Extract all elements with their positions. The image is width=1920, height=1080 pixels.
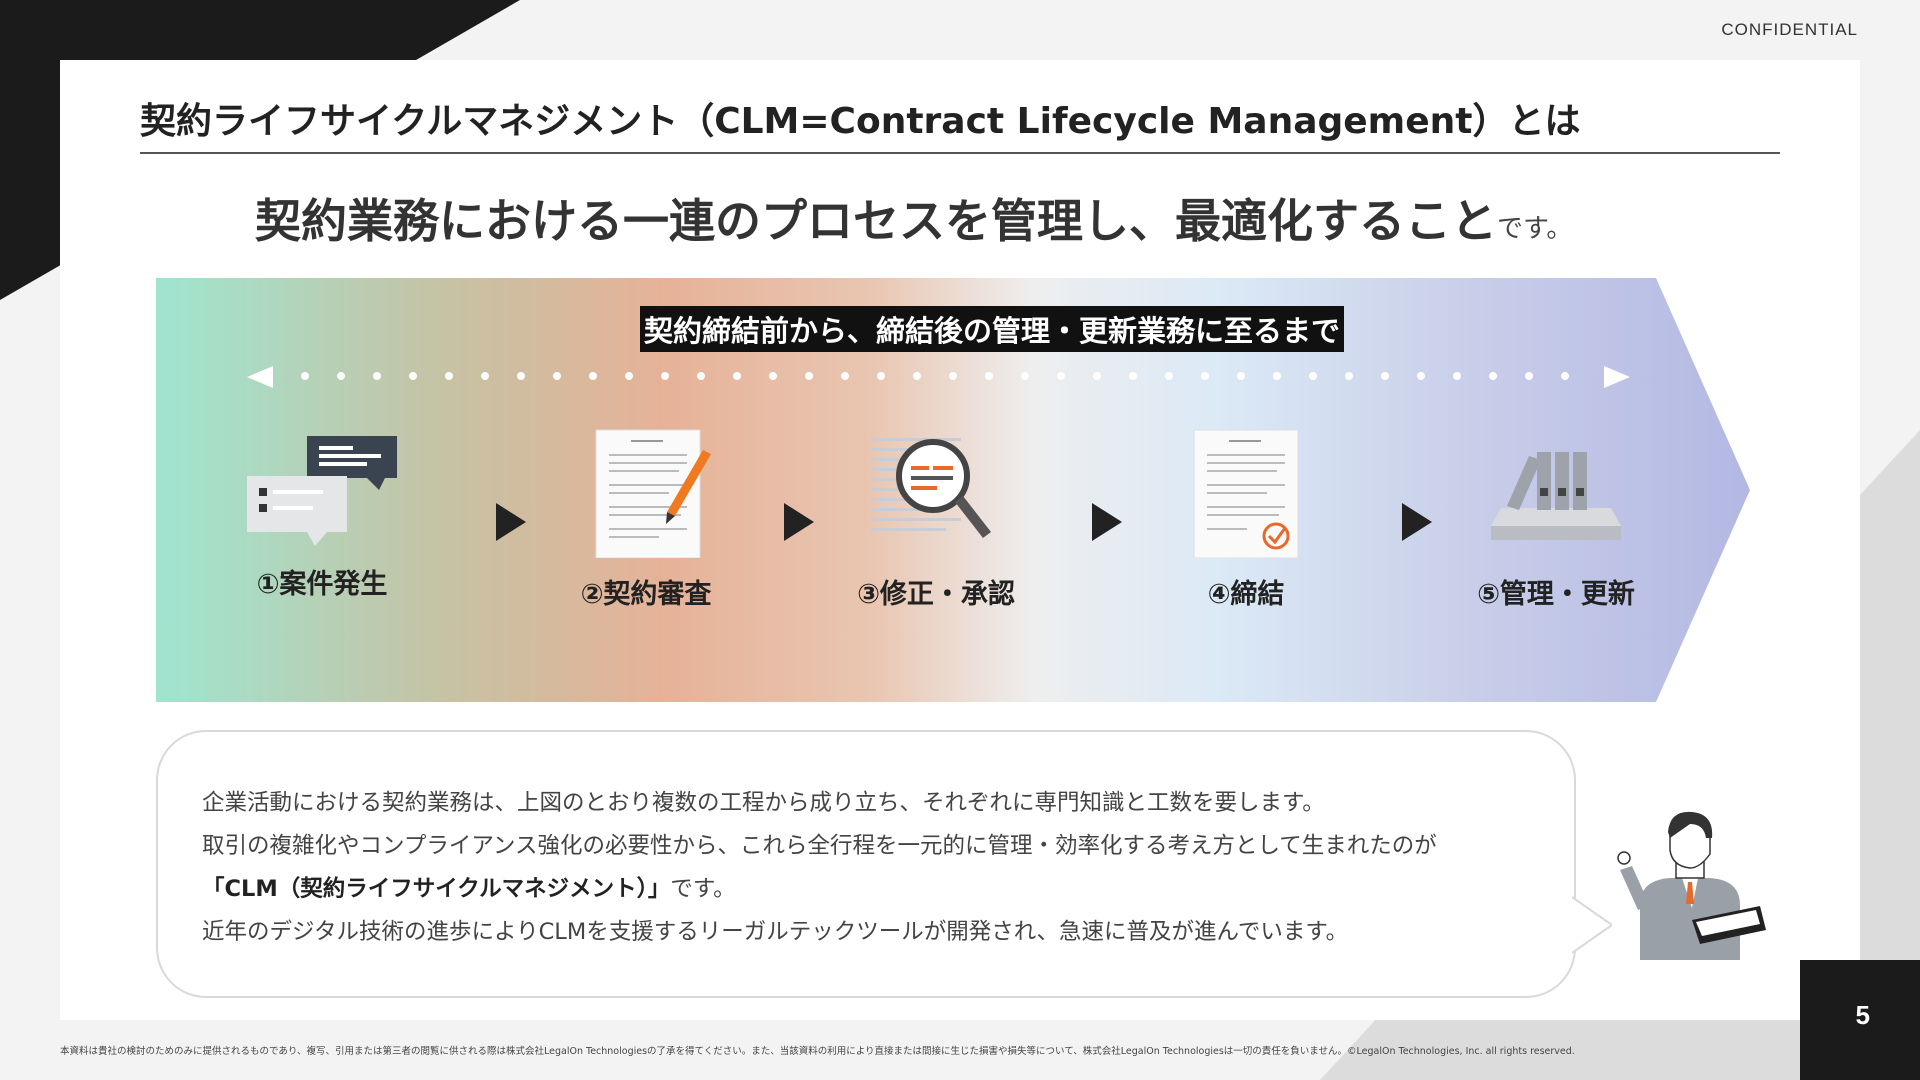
- timeline-dot: [733, 372, 741, 380]
- timeline-dot: [841, 372, 849, 380]
- bubble-tail: [1572, 896, 1612, 954]
- process-span-label: 契約締結前から、締結後の管理・更新業務に至るまで: [640, 306, 1345, 352]
- process-step-3: ③修正・承認: [836, 428, 1036, 611]
- timeline-dot: [1129, 372, 1137, 380]
- chat-bubbles-icon: [247, 436, 397, 546]
- process-step-1: ①案件発生: [222, 428, 422, 601]
- timeline-dot: [409, 372, 417, 380]
- binders-icon: [1491, 452, 1621, 540]
- page-number-box: [1800, 960, 1920, 1080]
- description-line: 近年のデジタル技術の進歩によりCLMを支援するリーガルテックツールが開発され、急…: [202, 919, 1349, 945]
- timeline-dot: [949, 372, 957, 380]
- arrow-right-icon: [1604, 366, 1630, 388]
- document-pen-icon: [595, 429, 711, 558]
- description-text: 企業活動における契約業務は、上図のとおり複数の工程から成り立ち、それぞれに専門知…: [202, 782, 1437, 954]
- timeline-dot: [1453, 372, 1461, 380]
- timeline-dot: [1057, 372, 1065, 380]
- timeline-dot: [337, 372, 345, 380]
- timeline-dot: [1201, 372, 1209, 380]
- timeline-dot: [805, 372, 813, 380]
- page-number: 5: [1855, 1000, 1870, 1030]
- timeline-dot: [985, 372, 993, 380]
- timeline-dot: [1525, 372, 1533, 380]
- slide-sheet: 契約ライフサイクルマネジメント（CLM=Contract Lifecycle M…: [60, 60, 1860, 1020]
- timeline-dot: [1237, 372, 1245, 380]
- timeline-dot: [445, 372, 453, 380]
- footer-disclaimer: 本資料は貴社の検討のためのみに提供されるものであり、複写、引用または第三者の閲覧…: [60, 1046, 1575, 1057]
- presenter-illustration-icon: [1617, 811, 1766, 960]
- timeline-dot: [517, 372, 525, 380]
- timeline-dot: [553, 372, 561, 380]
- description-bubble: 企業活動における契約業務は、上図のとおり複数の工程から成り立ち、それぞれに専門知…: [156, 730, 1576, 998]
- step-arrow-icon: [784, 503, 814, 541]
- step-label: ③修正・承認: [857, 579, 1015, 610]
- process-band: 契約締結前から、締結後の管理・更新業務に至るまで ①案件発生: [156, 278, 1750, 702]
- process-step-4: ④締結: [1146, 428, 1346, 611]
- timeline-dot: [1021, 372, 1029, 380]
- headline: 契約業務における一連のプロセスを管理し、最適化することです。: [251, 185, 1573, 255]
- timeline-dot: [1561, 372, 1569, 380]
- timeline-dot: [661, 372, 669, 380]
- slide-title: 契約ライフサイクルマネジメント（CLM=Contract Lifecycle M…: [140, 101, 1581, 142]
- step-arrow-icon: [1092, 503, 1122, 541]
- step-arrow-icon: [1402, 503, 1432, 541]
- magnifier-document-icon: [871, 438, 991, 538]
- timeline-dot: [373, 372, 381, 380]
- timeline-dot: [1345, 372, 1353, 380]
- headline-suffix: です。: [1497, 214, 1573, 244]
- timeline-dot: [877, 372, 885, 380]
- process-step-5: ⑤管理・更新: [1456, 428, 1656, 611]
- title-divider: [140, 152, 1780, 154]
- timeline-dots: [156, 366, 1750, 388]
- timeline-dot: [769, 372, 777, 380]
- clm-emphasis: 「CLM（契約ライフサイクルマネジメント）」: [202, 876, 671, 902]
- arrow-left-icon: [247, 366, 273, 388]
- description-line: 取引の複雑化やコンプライアンス強化の必要性から、これら全行程を一元的に管理・効率…: [202, 833, 1437, 859]
- process-step-2: ②契約審査: [546, 428, 746, 611]
- step-arrow-icon: [496, 503, 526, 541]
- timeline-dot: [1309, 372, 1317, 380]
- timeline-dot: [625, 372, 633, 380]
- document-check-icon: [1193, 429, 1299, 558]
- description-line: 「CLM（契約ライフサイクルマネジメント）」です。: [202, 876, 736, 902]
- timeline-dot: [697, 372, 705, 380]
- headline-highlight: 契約業務における一連のプロセスを管理し、最適化すること: [251, 185, 1501, 255]
- confidential-label: CONFIDENTIAL: [1721, 20, 1858, 39]
- description-line: 企業活動における契約業務は、上図のとおり複数の工程から成り立ち、それぞれに専門知…: [202, 790, 1325, 816]
- timeline-dot: [589, 372, 597, 380]
- timeline-dot: [1273, 372, 1281, 380]
- timeline-dot: [1093, 372, 1101, 380]
- step-label: ②契約審査: [580, 579, 712, 610]
- step-label: ④締結: [1207, 579, 1285, 610]
- step-label: ①案件発生: [256, 569, 388, 600]
- timeline-dot: [1417, 372, 1425, 380]
- timeline-dot: [1489, 372, 1497, 380]
- timeline-dot: [1381, 372, 1389, 380]
- timeline-dot: [1165, 372, 1173, 380]
- timeline-dot: [913, 372, 921, 380]
- step-label: ⑤管理・更新: [1477, 579, 1635, 610]
- timeline-dot: [301, 372, 309, 380]
- timeline-dot: [481, 372, 489, 380]
